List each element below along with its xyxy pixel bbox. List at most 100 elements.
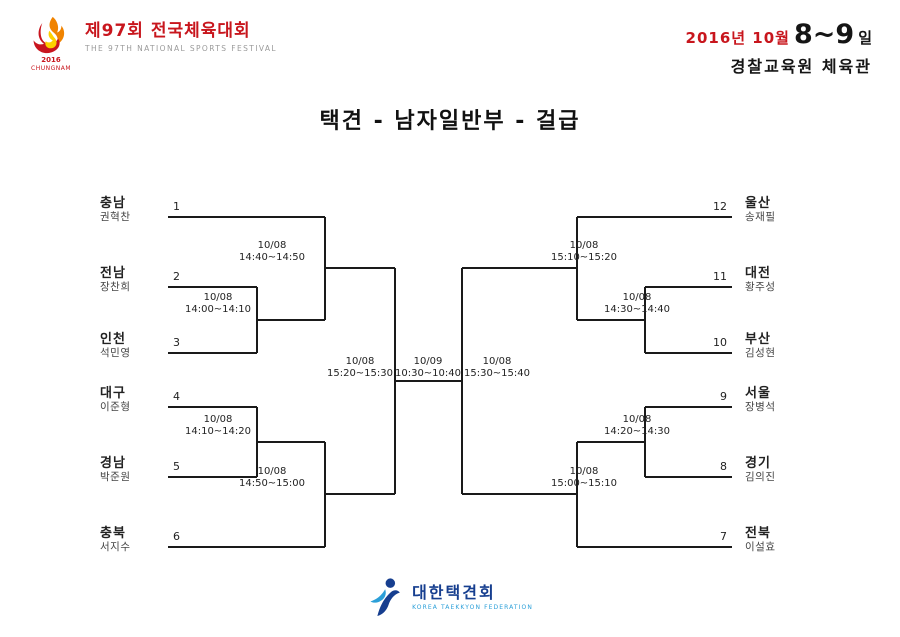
bracket-entry-right-12: 울산 송재필 [745, 196, 817, 224]
federation-name: 대한택견회 [412, 582, 496, 602]
match-time: 10/08 14:10~14:20 [178, 414, 258, 438]
match-date: 10/08 [257, 466, 287, 477]
team-name: 대전 [745, 266, 771, 281]
match-time-range: 14:40~14:50 [238, 252, 305, 263]
match-time-final: 10/09 10:30~10:40 [393, 356, 463, 380]
team-name: 충남 [100, 196, 126, 211]
match-date: 10/08 [257, 240, 287, 251]
match-time-range: 14:00~14:10 [184, 304, 251, 315]
festival-title: 제97회 전국체육대회 [85, 21, 251, 41]
bracket-entry-right-11: 대전 황주성 [745, 266, 817, 294]
bracket-entry-right-9: 서울 장병석 [745, 386, 817, 414]
player-name: 이설효 [745, 541, 776, 553]
seed-number: 8 [720, 460, 727, 473]
seed-number: 7 [720, 530, 727, 543]
match-time-range: 15:10~15:20 [550, 252, 617, 263]
team-name: 전남 [100, 266, 126, 281]
match-time: 10/08 14:00~14:10 [178, 292, 258, 316]
match-time-range: 14:10~14:20 [184, 426, 251, 437]
player-name: 송재필 [745, 211, 776, 223]
player-name: 황주성 [745, 281, 776, 293]
match-time-range: 15:30~15:40 [463, 368, 530, 379]
bracket-entry-right-10: 부산 김성현 [745, 332, 817, 360]
bracket-entry-left-6: 충북 서지수 [100, 526, 172, 554]
match-time: 10/08 15:20~15:30 [325, 356, 395, 380]
event-info: 2016년 10월 8~9 일 경찰교육원 체육관 [685, 19, 872, 77]
bracket-entry-left-1: 충남 권혁찬 [100, 196, 172, 224]
match-time: 10/08 14:30~14:40 [597, 292, 677, 316]
festival-region: CHUNGNAM [31, 65, 71, 72]
seed-number: 10 [713, 336, 727, 349]
match-date: 10/08 [622, 414, 652, 425]
bracket-entry-left-4: 대구 이준형 [100, 386, 172, 414]
event-date-suffix: 일 [858, 29, 872, 47]
match-date: 10/08 [203, 414, 233, 425]
seed-number: 2 [173, 270, 180, 283]
event-venue: 경찰교육원 체육관 [730, 57, 872, 76]
match-time-range: 15:00~15:10 [550, 478, 617, 489]
seed-number: 12 [713, 200, 727, 213]
festival-subtitle: THE 97TH NATIONAL SPORTS FESTIVAL [85, 44, 277, 53]
player-name: 장병석 [745, 401, 776, 413]
player-name: 서지수 [100, 541, 131, 553]
match-date: 10/08 [622, 292, 652, 303]
page-title: 택견 - 남자일반부 - 걸급 [319, 109, 581, 134]
federation-logo: 대한택견회 KOREA TAEKKYON FEDERATION [0, 577, 900, 617]
bracket-entry-right-8: 경기 김의진 [745, 456, 817, 484]
team-name: 부산 [745, 332, 771, 347]
player-name: 박준원 [100, 471, 131, 483]
match-time-range: 10:30~10:40 [394, 368, 461, 379]
seed-number: 1 [173, 200, 180, 213]
team-name: 경기 [745, 456, 771, 471]
match-time: 10/08 15:10~15:20 [544, 240, 624, 264]
taekkyon-figure-icon [370, 578, 400, 616]
player-name: 석민영 [100, 347, 131, 359]
festival-flame-icon [33, 16, 65, 54]
seed-number: 5 [173, 460, 180, 473]
seed-number: 3 [173, 336, 180, 349]
bracket-entry-left-3: 인천 석민영 [100, 332, 172, 360]
seed-number: 4 [173, 390, 180, 403]
event-date-prefix: 2016년 10월 [685, 29, 790, 47]
match-date: 10/08 [482, 356, 512, 367]
team-name: 인천 [100, 332, 126, 347]
team-name: 대구 [100, 386, 126, 401]
festival-logo: 2016 CHUNGNAM 제97회 전국체육대회 THE 97TH NATIO… [26, 16, 277, 73]
seed-number: 6 [173, 530, 180, 543]
festival-emblem: 2016 CHUNGNAM [26, 16, 76, 73]
player-name: 권혁찬 [100, 211, 131, 223]
match-time: 10/08 14:40~14:50 [232, 240, 312, 264]
festival-year: 2016 [41, 56, 61, 64]
team-name: 경남 [100, 456, 126, 471]
event-date-days: 8~9 [793, 19, 855, 50]
bracket-entry-right-7: 전북 이설효 [745, 526, 817, 554]
match-time-range: 14:50~15:00 [238, 478, 305, 489]
player-name: 김성현 [745, 347, 776, 359]
match-time-range: 14:30~14:40 [603, 304, 670, 315]
match-time: 10/08 14:50~15:00 [232, 466, 312, 490]
event-date: 2016년 10월 8~9 일 [685, 19, 872, 50]
match-time-range: 15:20~15:30 [326, 368, 393, 379]
match-date: 10/08 [345, 356, 375, 367]
player-name: 이준형 [100, 401, 131, 413]
federation-name-en: KOREA TAEKKYON FEDERATION [412, 603, 533, 611]
match-time: 10/08 15:00~15:10 [544, 466, 624, 490]
bracket-entry-left-5: 경남 박준원 [100, 456, 172, 484]
player-name: 장찬희 [100, 281, 131, 293]
match-date: 10/08 [203, 292, 233, 303]
team-name: 충북 [100, 526, 126, 541]
match-time: 10/08 15:30~15:40 [462, 356, 532, 380]
team-name: 서울 [745, 386, 771, 401]
team-name: 전북 [745, 526, 771, 541]
seed-number: 11 [713, 270, 727, 283]
match-time: 10/08 14:20~14:30 [597, 414, 677, 438]
match-date: 10/09 [413, 356, 443, 367]
match-time-range: 14:20~14:30 [603, 426, 670, 437]
player-name: 김의진 [745, 471, 776, 483]
seed-number: 9 [720, 390, 727, 403]
match-date: 10/08 [569, 466, 599, 477]
team-name: 울산 [745, 196, 771, 211]
match-date: 10/08 [569, 240, 599, 251]
